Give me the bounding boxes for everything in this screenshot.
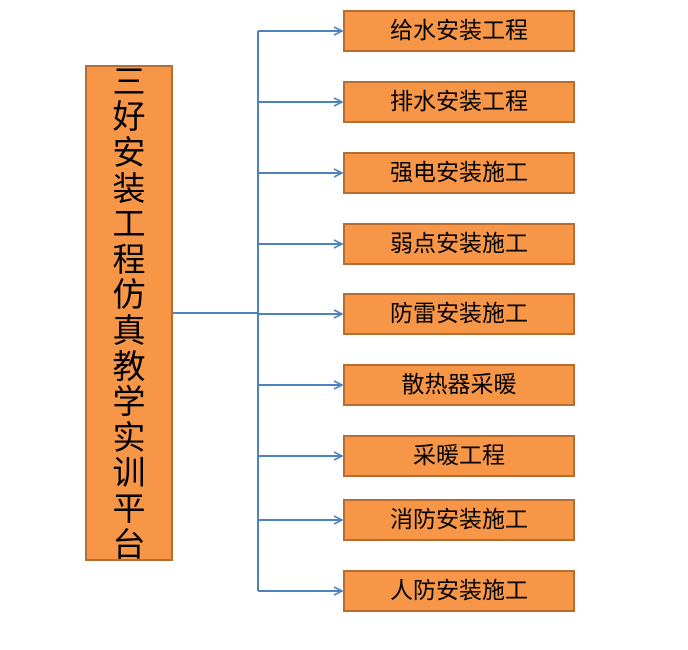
child-node-civil-air-defense: 人防安装施工: [343, 570, 575, 612]
child-node-fire-protection: 消防安装施工: [343, 499, 575, 541]
branch-lines: [258, 31, 342, 591]
child-node-lightning-protection: 防雷安装施工: [343, 293, 575, 335]
child-node-water-supply: 给水安装工程: [343, 10, 575, 52]
child-label: 散热器采暖: [401, 371, 517, 398]
child-label: 给水安装工程: [390, 17, 528, 44]
child-node-strong-current: 强电安装施工: [343, 152, 575, 194]
child-label: 弱点安装施工: [390, 230, 528, 257]
child-node-drainage: 排水安装工程: [343, 81, 575, 123]
child-label: 消防安装施工: [390, 506, 528, 533]
child-label: 采暖工程: [413, 442, 505, 469]
child-label: 防雷安装施工: [390, 300, 528, 327]
root-label: 三好安装工程仿真教学实训平台: [112, 61, 146, 564]
child-node-weak-current: 弱点安装施工: [343, 223, 575, 265]
root-node: 三好安装工程仿真教学实训平台: [85, 61, 173, 564]
child-node-radiator-heating: 散热器采暖: [343, 364, 575, 406]
child-label: 强电安装施工: [390, 159, 528, 186]
child-node-heating: 采暖工程: [343, 435, 575, 477]
child-label: 人防安装施工: [390, 577, 528, 604]
child-label: 排水安装工程: [390, 88, 528, 115]
